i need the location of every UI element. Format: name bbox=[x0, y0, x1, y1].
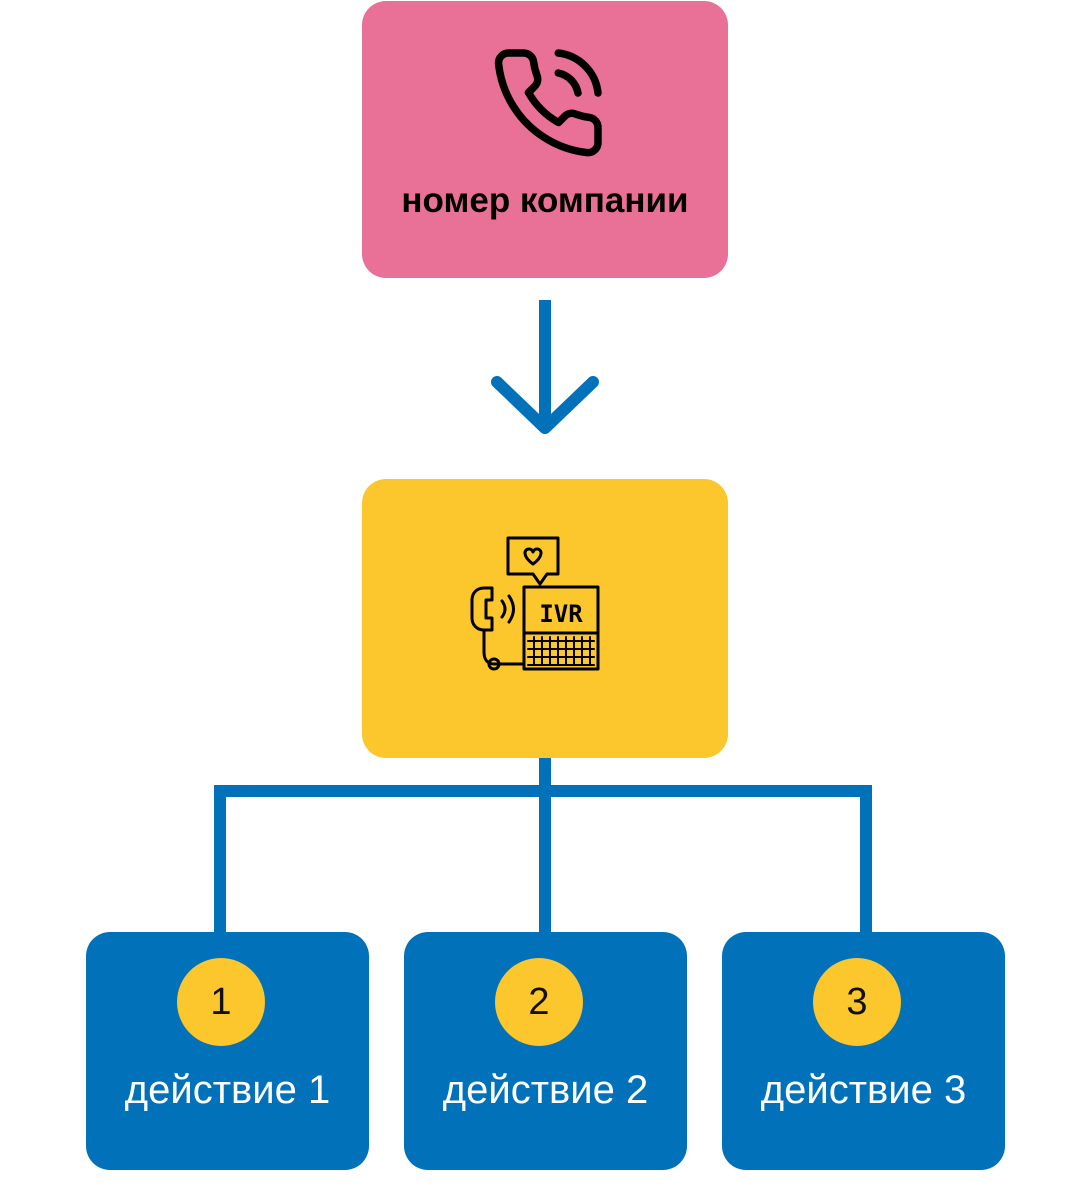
svg-text:IVR: IVR bbox=[539, 600, 583, 628]
action-label-3: действие 3 bbox=[760, 1068, 967, 1112]
action-number-badge-3: 3 bbox=[813, 958, 901, 1046]
ivr-box: IVR bbox=[362, 479, 728, 758]
company-number-box: номер компании bbox=[362, 1, 728, 278]
heart-icon bbox=[523, 547, 543, 566]
action-number-badge-2: 2 bbox=[495, 958, 583, 1046]
company-number-label: номер компании bbox=[401, 181, 689, 220]
arrow-head bbox=[491, 376, 599, 434]
action-box-1: 1 действие 1 bbox=[86, 932, 369, 1170]
phone-call-icon bbox=[494, 49, 602, 157]
bracket-line bbox=[214, 785, 872, 932]
ivr-phone-terminal-icon: IVR bbox=[470, 536, 600, 671]
action-label-1: действие 1 bbox=[124, 1068, 331, 1112]
action-box-3: 3 действие 3 bbox=[722, 932, 1005, 1170]
action-label-2: действие 2 bbox=[442, 1068, 649, 1112]
action-number-badge-1: 1 bbox=[177, 958, 265, 1046]
action-box-2: 2 действие 2 bbox=[404, 932, 687, 1170]
